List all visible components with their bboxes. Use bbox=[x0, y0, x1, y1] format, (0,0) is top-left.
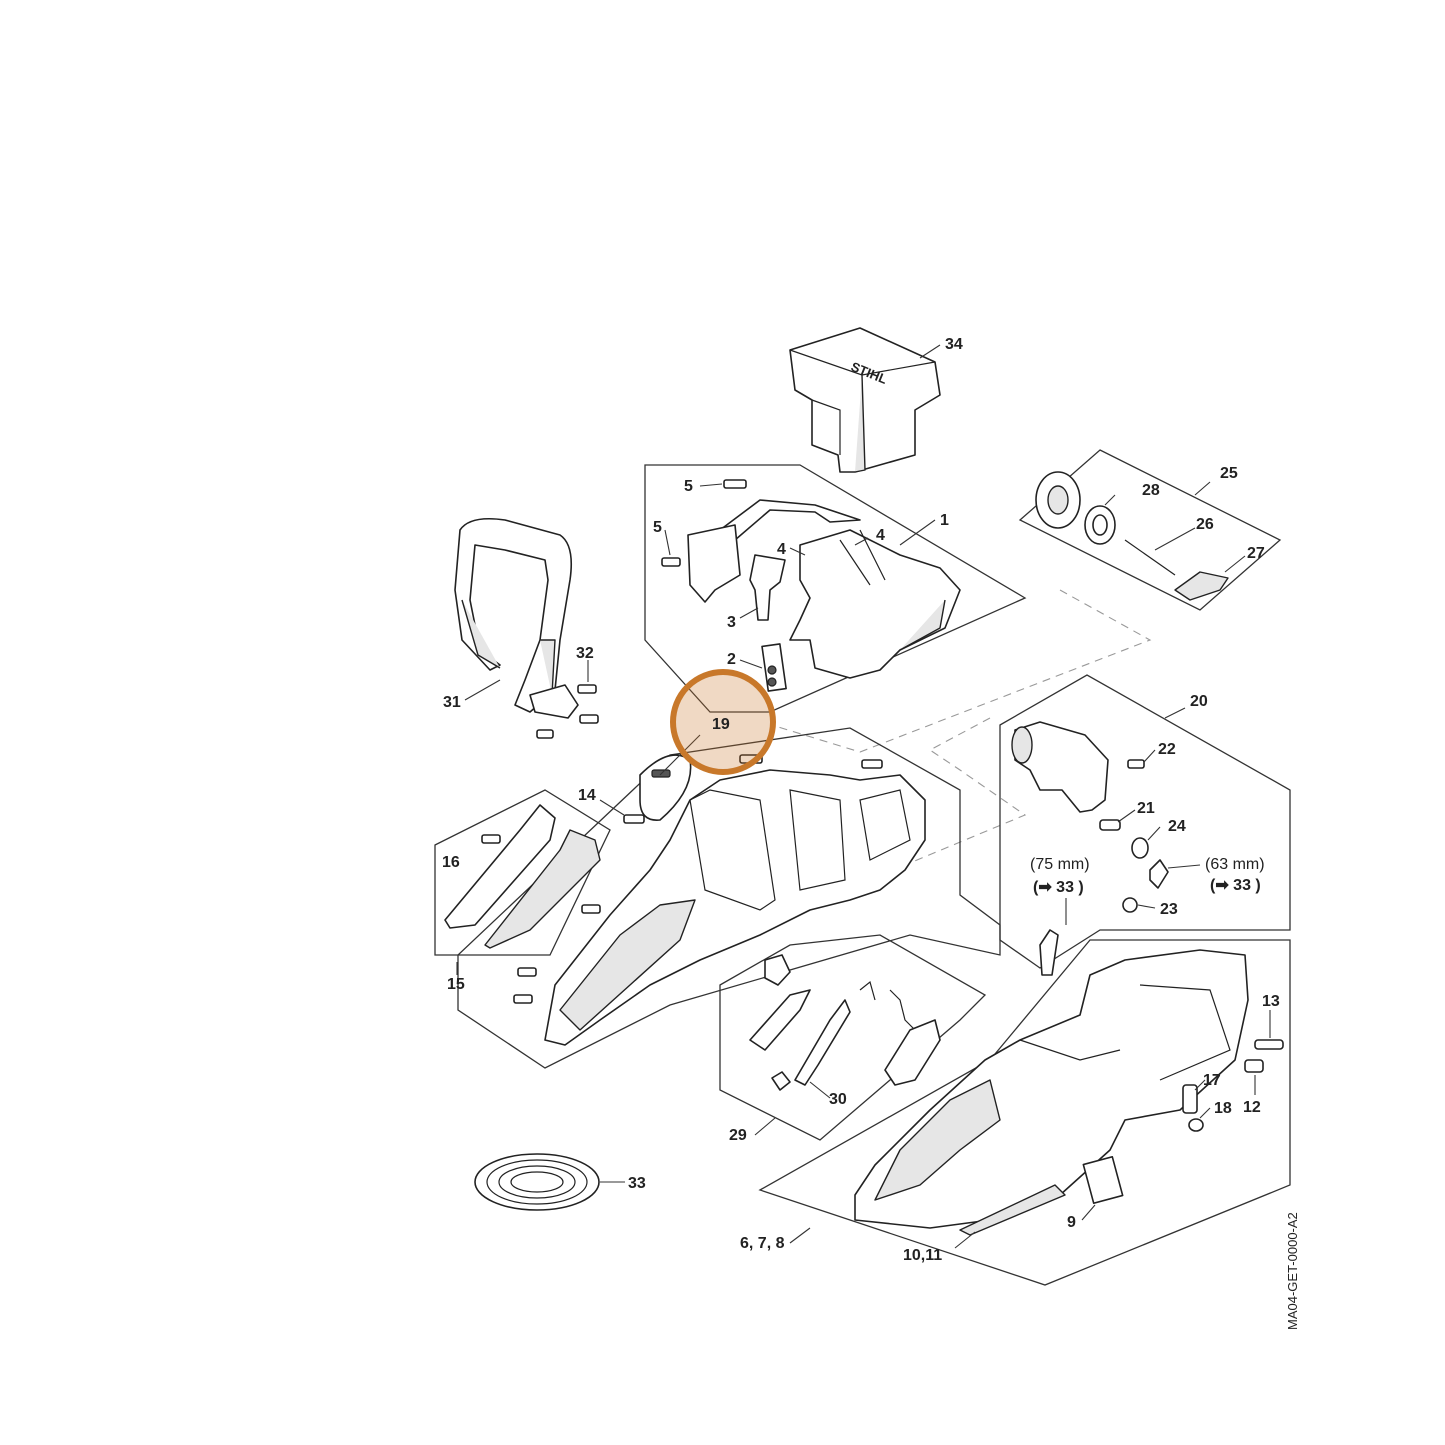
shroud-assembly bbox=[661, 479, 961, 692]
hose-left-ref: (➡ 33 ) bbox=[1033, 879, 1084, 896]
label-25: 25 bbox=[1220, 465, 1238, 482]
part-19-cap bbox=[639, 754, 763, 821]
filter-housing-set bbox=[1011, 721, 1169, 976]
group-box-15 bbox=[434, 789, 611, 956]
label-34: 34 bbox=[945, 336, 963, 353]
label-30: 30 bbox=[829, 1091, 847, 1108]
group-box-20 bbox=[999, 674, 1291, 969]
label-27: 27 bbox=[1247, 545, 1265, 562]
diagram-code: MA04-GET-0000-A2 bbox=[1285, 1212, 1300, 1330]
hose-notes: (75 mm) (➡ 33 ) (63 mm) (➡ 33 ) bbox=[1030, 856, 1265, 896]
label-21: 21 bbox=[1137, 800, 1155, 817]
label-3: 3 bbox=[727, 614, 736, 631]
leader-lines bbox=[456, 344, 1271, 1249]
label-12: 12 bbox=[1243, 1099, 1261, 1116]
hose-right-ref: (➡ 33 ) bbox=[1210, 877, 1261, 894]
trigger-parts bbox=[749, 954, 941, 1091]
air-filter-cover: STIHL bbox=[789, 327, 941, 473]
handle-molding-set bbox=[444, 804, 645, 1004]
label-26: 26 bbox=[1196, 516, 1214, 533]
label-29: 29 bbox=[729, 1127, 747, 1144]
label-5b: 5 bbox=[653, 519, 662, 536]
crankcase-housing bbox=[544, 759, 926, 1046]
label-10-11: 10,11 bbox=[903, 1247, 942, 1264]
highlight-ring bbox=[670, 669, 776, 775]
group-box-29 bbox=[719, 934, 987, 1141]
label-28: 28 bbox=[1142, 482, 1160, 499]
hose-right-size: (63 mm) bbox=[1205, 856, 1265, 873]
label-18: 18 bbox=[1214, 1100, 1232, 1117]
label-32: 32 bbox=[576, 645, 594, 662]
label-6-7-8: 6, 7, 8 bbox=[740, 1235, 785, 1252]
label-20: 20 bbox=[1190, 693, 1208, 710]
label-4b: 4 bbox=[876, 527, 885, 544]
label-22: 22 bbox=[1158, 741, 1176, 758]
label-2: 2 bbox=[727, 651, 736, 668]
label-13: 13 bbox=[1262, 993, 1280, 1010]
label-4a: 4 bbox=[777, 541, 786, 558]
label-1: 1 bbox=[940, 512, 949, 529]
label-23: 23 bbox=[1160, 901, 1178, 918]
label-9: 9 bbox=[1067, 1214, 1076, 1231]
group-box-main-housing bbox=[457, 727, 1001, 1069]
hose-left-size: (75 mm) bbox=[1030, 856, 1090, 873]
label-33: 33 bbox=[628, 1175, 646, 1192]
label-14: 14 bbox=[578, 787, 596, 804]
label-17: 17 bbox=[1203, 1072, 1221, 1089]
dashed-guides bbox=[774, 589, 1152, 866]
label-5a: 5 bbox=[684, 478, 693, 495]
rear-handle-housing bbox=[854, 949, 1284, 1236]
sprocket-assembly bbox=[1035, 471, 1229, 601]
label-31: 31 bbox=[443, 694, 461, 711]
hose-coil bbox=[474, 1153, 600, 1211]
label-24: 24 bbox=[1168, 818, 1186, 835]
part-labels: 34 1 2 3 4 4 5 5 19 25 28 26 27 31 32 20… bbox=[442, 336, 1280, 1264]
label-16: 16 bbox=[442, 854, 460, 871]
label-15: 15 bbox=[447, 976, 465, 993]
front-handle bbox=[454, 517, 599, 739]
label-19: 19 bbox=[712, 716, 730, 733]
